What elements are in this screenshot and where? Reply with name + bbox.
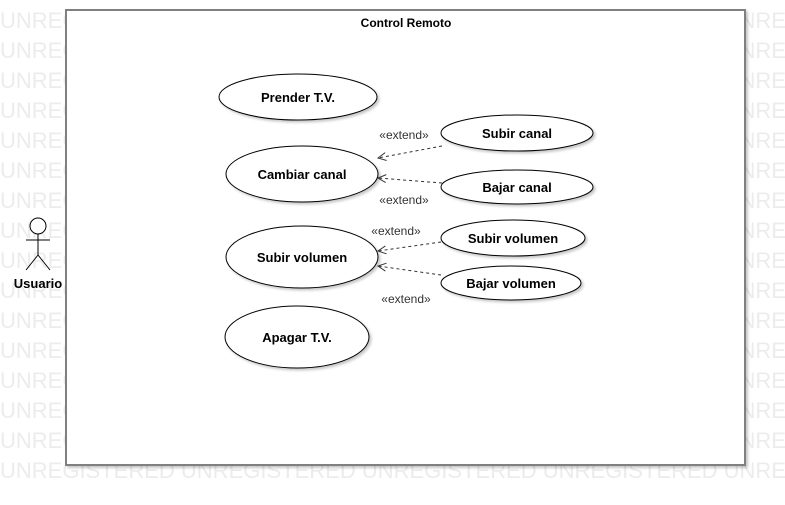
use-case-label: Cambiar canal	[258, 167, 347, 182]
use-case-label: Bajar canal	[482, 180, 551, 195]
actor-label: Usuario	[14, 276, 62, 291]
extend-subir-volumen[interactable]: «extend»	[371, 224, 442, 251]
use-case-subir-volumen[interactable]: Subir volumen	[225, 225, 379, 289]
use-case-cambiar-canal[interactable]: Cambiar canal	[225, 145, 379, 203]
use-case-label: Bajar volumen	[466, 276, 556, 291]
use-case-bajar-canal[interactable]: Bajar canal	[440, 169, 594, 205]
extend-bajar-canal[interactable]: «extend»	[378, 178, 443, 207]
actor-usuario[interactable]: Usuario	[14, 217, 62, 291]
extend-label: «extend»	[379, 193, 429, 207]
use-case-label: Subir volumen	[468, 231, 558, 246]
system-boundary[interactable]: Control Remoto	[65, 9, 746, 466]
use-case-label: Prender T.V.	[261, 90, 335, 105]
use-case-bajar-volumen[interactable]: Bajar volumen	[440, 265, 582, 301]
stick-figure-icon	[25, 217, 51, 271]
use-case-label: Subir canal	[482, 126, 552, 141]
use-case-prender-tv[interactable]: Prender T.V.	[218, 73, 378, 121]
use-case-apagar-tv[interactable]: Apagar T.V.	[224, 305, 370, 369]
extend-label: «extend»	[379, 128, 429, 142]
use-case-label: Apagar T.V.	[262, 330, 332, 345]
use-case-subir-canal[interactable]: Subir canal	[440, 114, 594, 152]
extend-bajar-volumen[interactable]: «extend»	[378, 266, 442, 306]
system-title: Control Remoto	[361, 16, 452, 30]
extend-label: «extend»	[371, 224, 421, 238]
use-case-label: Subir volumen	[257, 250, 347, 265]
use-case-subir-volumen-ext[interactable]: Subir volumen	[440, 219, 586, 257]
extend-subir-canal[interactable]: «extend»	[378, 128, 443, 158]
extend-label: «extend»	[381, 292, 431, 306]
